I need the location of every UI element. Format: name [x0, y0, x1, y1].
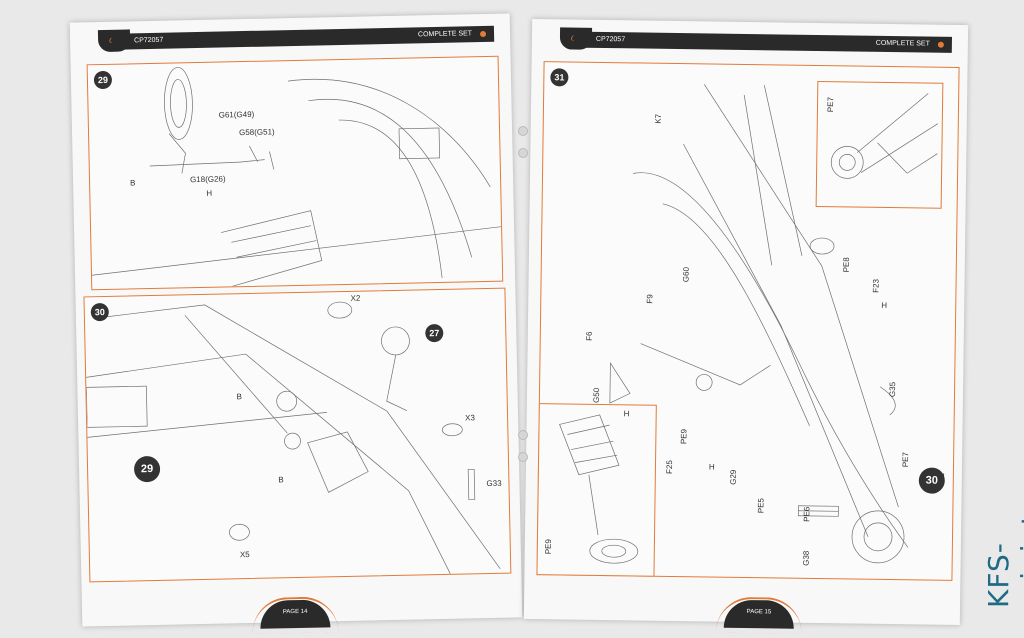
watermark: KFS-miniatures — [982, 449, 1024, 608]
part-label-g35: G35 — [887, 381, 898, 398]
punch-hole — [518, 452, 528, 462]
kit-code: CP72057 — [595, 35, 626, 44]
page-14: CP CP72057 COMPLETE SET 29 G61(G49) G58(… — [69, 13, 523, 629]
page-footer: PAGE 15 — [723, 599, 795, 629]
inset-top-right: PE7 — [815, 80, 944, 209]
part-label-k7: K7 — [653, 113, 663, 124]
step-29-panel: 29 G61(G49) G58(G51) G18(G26) B H — [86, 55, 504, 291]
part-label-h: H — [938, 471, 945, 481]
part-label-g50: G50 — [591, 387, 602, 403]
step-30-panel: 30 29 27 B B X2 X3 X5 G33 — [83, 287, 512, 583]
punch-hole — [518, 148, 528, 158]
part-label-h: H — [708, 462, 715, 472]
step-29-drawing — [91, 67, 502, 287]
punch-hole — [518, 126, 528, 136]
part-label-h: H — [623, 409, 630, 419]
part-label-pe6: PE6 — [802, 506, 812, 522]
kit-code: CP72057 — [134, 36, 164, 45]
page-header: CP72057 COMPLETE SET — [111, 25, 495, 50]
inset-drawing — [559, 414, 639, 564]
part-label-b: B — [278, 475, 284, 485]
part-label-pe9: PE9 — [679, 428, 689, 445]
header-dot-icon — [937, 41, 944, 48]
part-label-pe7: PE7 — [900, 452, 911, 468]
page-15: CP CP72057 COMPLETE SET 31 30 K7 PE8 — [523, 18, 969, 629]
part-label-g58: G58(G51) — [238, 127, 275, 138]
inset-bottom-left: PE9 — [536, 403, 657, 577]
part-label-h: H — [206, 188, 213, 198]
part-label-f9: F9 — [645, 294, 655, 304]
page-header: CP72057 COMPLETE SET — [573, 31, 953, 53]
part-label-pe7: PE7 — [825, 96, 836, 113]
part-label-pe9: PE9 — [543, 539, 553, 555]
set-title: COMPLETE SET — [875, 39, 930, 48]
punch-hole — [518, 430, 528, 440]
part-label-g33: G33 — [486, 478, 502, 489]
part-label-h: H — [881, 300, 888, 310]
part-label-f6: F6 — [584, 331, 594, 341]
part-label-x3: X3 — [464, 413, 475, 423]
part-label-x5: X5 — [239, 550, 250, 560]
part-label-b: B — [236, 392, 243, 402]
header-dot-icon — [479, 30, 487, 38]
part-label-f25: F25 — [664, 460, 675, 475]
part-label-g29: G29 — [728, 469, 738, 485]
part-label-pe8: PE8 — [841, 257, 851, 273]
page-footer: PAGE 14 — [259, 599, 331, 629]
part-label-f23: F23 — [871, 278, 881, 293]
part-label-pe5: PE5 — [756, 498, 766, 514]
part-label-g61: G61(G49) — [218, 109, 255, 120]
part-label-x2: X2 — [350, 293, 361, 303]
part-label-g18: G18(G26) — [189, 174, 226, 185]
step-30-drawing — [86, 301, 501, 574]
part-label-g60: G60 — [681, 266, 691, 283]
part-label-b: B — [129, 178, 136, 188]
step-31-panel: 31 30 K7 PE8 F23 G60 F9 F6 G50 F25 PE9 — [536, 61, 960, 581]
set-title: COMPLETE SET — [417, 30, 473, 39]
part-label-g38: G38 — [801, 550, 811, 566]
step-31-drawing — [586, 84, 909, 564]
inset-drawing — [830, 93, 938, 179]
